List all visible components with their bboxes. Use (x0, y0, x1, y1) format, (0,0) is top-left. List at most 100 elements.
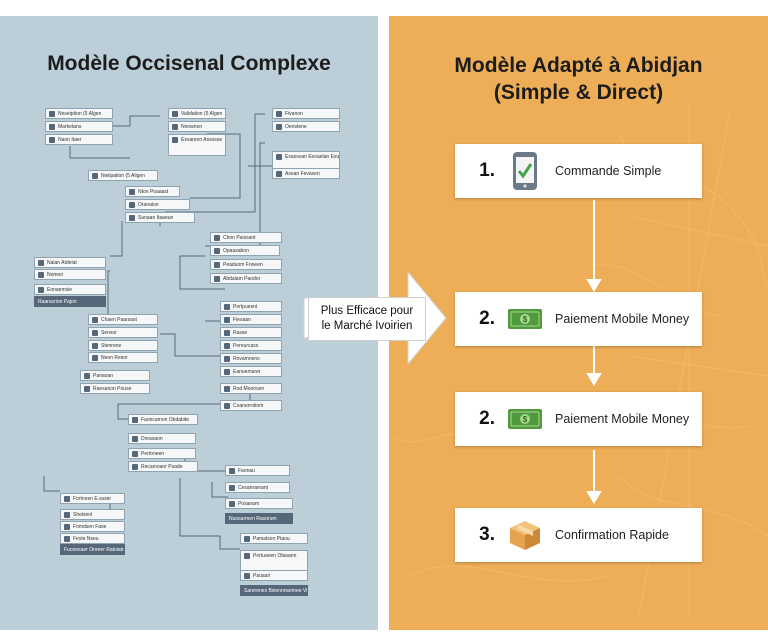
flowchart-node: Chaen Paarsast (88, 314, 158, 325)
box-icon (507, 517, 543, 553)
node-icon (172, 110, 178, 117)
flowchart-node: Asean Fevasen (272, 168, 340, 179)
right-model-title: Modèle Adapté à Abidjan (Simple & Direct… (389, 52, 768, 106)
node-icon (92, 354, 98, 361)
right-title-line-1: Modèle Adapté à Abidjan (454, 54, 703, 77)
node-label: Pertpuesnt (233, 303, 258, 310)
node-icon (38, 286, 44, 293)
node-icon (64, 535, 70, 542)
flowchart-node: Pamalson Ptaou (240, 533, 308, 544)
node-label: Recamoanr Psade (141, 463, 183, 470)
flowchart-node: Peadunm Fnoeen (210, 259, 282, 270)
node-icon (92, 316, 98, 323)
node-label: Abdalam Paodor (223, 275, 261, 282)
node-icon (224, 329, 230, 336)
node-icon (224, 385, 230, 392)
step-number: 2. (479, 308, 495, 329)
flowchart-node: Pauaan (240, 570, 308, 581)
node-label: Dnrasaon (141, 435, 163, 442)
node-label: Pereurcass (233, 342, 259, 349)
node-icon (214, 261, 220, 268)
flowchart-node: Sunaan Itaaeun (125, 212, 195, 223)
node-label: Exvareon Assosse (181, 137, 223, 143)
node-icon (84, 372, 90, 379)
node-icon (38, 259, 44, 266)
flowchart-node: Pereurcass (220, 340, 282, 351)
flowchart-node: Cesanramant (225, 482, 290, 493)
flowchart-node: Neon Resor (88, 352, 158, 363)
node-label: Faoncamon Obdabite (141, 416, 190, 423)
flowchart-node: Validation (5 Algen (168, 108, 226, 119)
smartphone-check-icon (507, 152, 543, 190)
flowchart-node: Pertoneen (128, 448, 196, 459)
flowchart-node: Marketans (45, 121, 113, 132)
node-icon (129, 188, 135, 195)
flowchart-node: Fortnoen E.ssser (60, 493, 125, 504)
flowchart-node: Opaasabon (210, 245, 280, 256)
flowchart-node: Shelsenl (60, 509, 125, 520)
node-icon (224, 316, 230, 323)
flowchart-node: Fuoonsaer Onreer Ratoiatot (60, 544, 125, 555)
step-number: 1. (479, 160, 495, 181)
flowchart-node: Faonau (225, 465, 290, 476)
callout-line-1: Plus Efficace pour (320, 305, 414, 317)
flowchart-node: Coanerrotiom (220, 400, 282, 411)
flowchart-node: Faoncamon Obdabite (128, 414, 198, 425)
flowchart-node: Rod Moonsen (220, 383, 282, 394)
node-icon (49, 123, 55, 130)
flowchart-node: Raaracrion Pajon (34, 296, 106, 307)
node-icon (229, 484, 235, 491)
right-title-line-2: (Simple & Direct) (493, 81, 664, 104)
node-label: Shelsenl (73, 511, 93, 518)
node-label: Nton Poaaast (138, 188, 169, 195)
node-icon (92, 329, 98, 336)
flowchart-node: Exaosvan Exoaelan Exusom (272, 151, 340, 173)
node-icon (244, 535, 250, 542)
flowchart-node: Pertpuesnt (220, 301, 282, 312)
step-number: 3. (479, 524, 495, 545)
node-label: Nnnwnon (181, 123, 203, 130)
step-confirmation-rapide: 3. Confirmation Rapide (455, 508, 702, 562)
flowchart-node: Raesanon Pouse (80, 383, 150, 394)
node-icon (172, 137, 178, 143)
node-label: Naon Itaer (58, 136, 82, 143)
node-icon (92, 342, 98, 349)
node-label: Pamalson Ptaou (253, 535, 290, 542)
step-mobile-money-2: 2. $ Paiement Mobile Money (455, 392, 702, 446)
node-label: Eanuemurer (233, 368, 261, 375)
flowchart-node: Nnnwnon (168, 121, 226, 132)
flowchart-node: Oenstene (272, 121, 340, 132)
node-label: Cesanramant (238, 484, 269, 491)
flowchart-node: Sensor (88, 327, 158, 338)
node-label: Stenrene (101, 342, 122, 349)
flowchart-node: Nomon (34, 269, 106, 280)
node-icon (49, 110, 55, 117)
flowchart-node: Nalan Atdelat (34, 257, 106, 268)
node-label: Coanerrotiom (233, 402, 264, 409)
node-icon (132, 416, 138, 423)
svg-text:$: $ (523, 415, 528, 424)
flowchart-node: Nton Poaaast (125, 186, 180, 197)
flowchart-node: Eonaemsie (34, 284, 106, 295)
left-model-title: Modèle Occisenal Complexe (47, 52, 331, 75)
step-label: Confirmation Rapide (555, 528, 669, 542)
node-label: Fiesaan (233, 316, 251, 323)
flowchart-node: Chon Paissant (210, 232, 282, 243)
node-label: Eonaemsie (47, 286, 73, 293)
step-mobile-money-1: 2. $ Paiement Mobile Money (455, 292, 702, 346)
node-label: Nuosarmen Rasorum (229, 515, 277, 522)
node-icon (224, 368, 230, 375)
step-label: Paiement Mobile Money (555, 412, 690, 426)
node-label: Peadunm Fnoeen (223, 261, 263, 268)
flowchart-node: Oranaion (125, 199, 190, 210)
flowchart-node: Exvareon Assosse (168, 134, 226, 156)
node-icon (224, 342, 230, 349)
node-icon (129, 201, 135, 208)
flowchart-node: Dnrasaon (128, 433, 196, 444)
node-label: Faonau (238, 467, 255, 474)
node-icon (92, 172, 98, 179)
node-icon (214, 247, 220, 254)
node-label: Rovamnens (233, 355, 260, 362)
node-label: Sarerenes Bxiennnsemee Vhvtzrieae (244, 587, 307, 594)
node-icon (229, 467, 235, 474)
